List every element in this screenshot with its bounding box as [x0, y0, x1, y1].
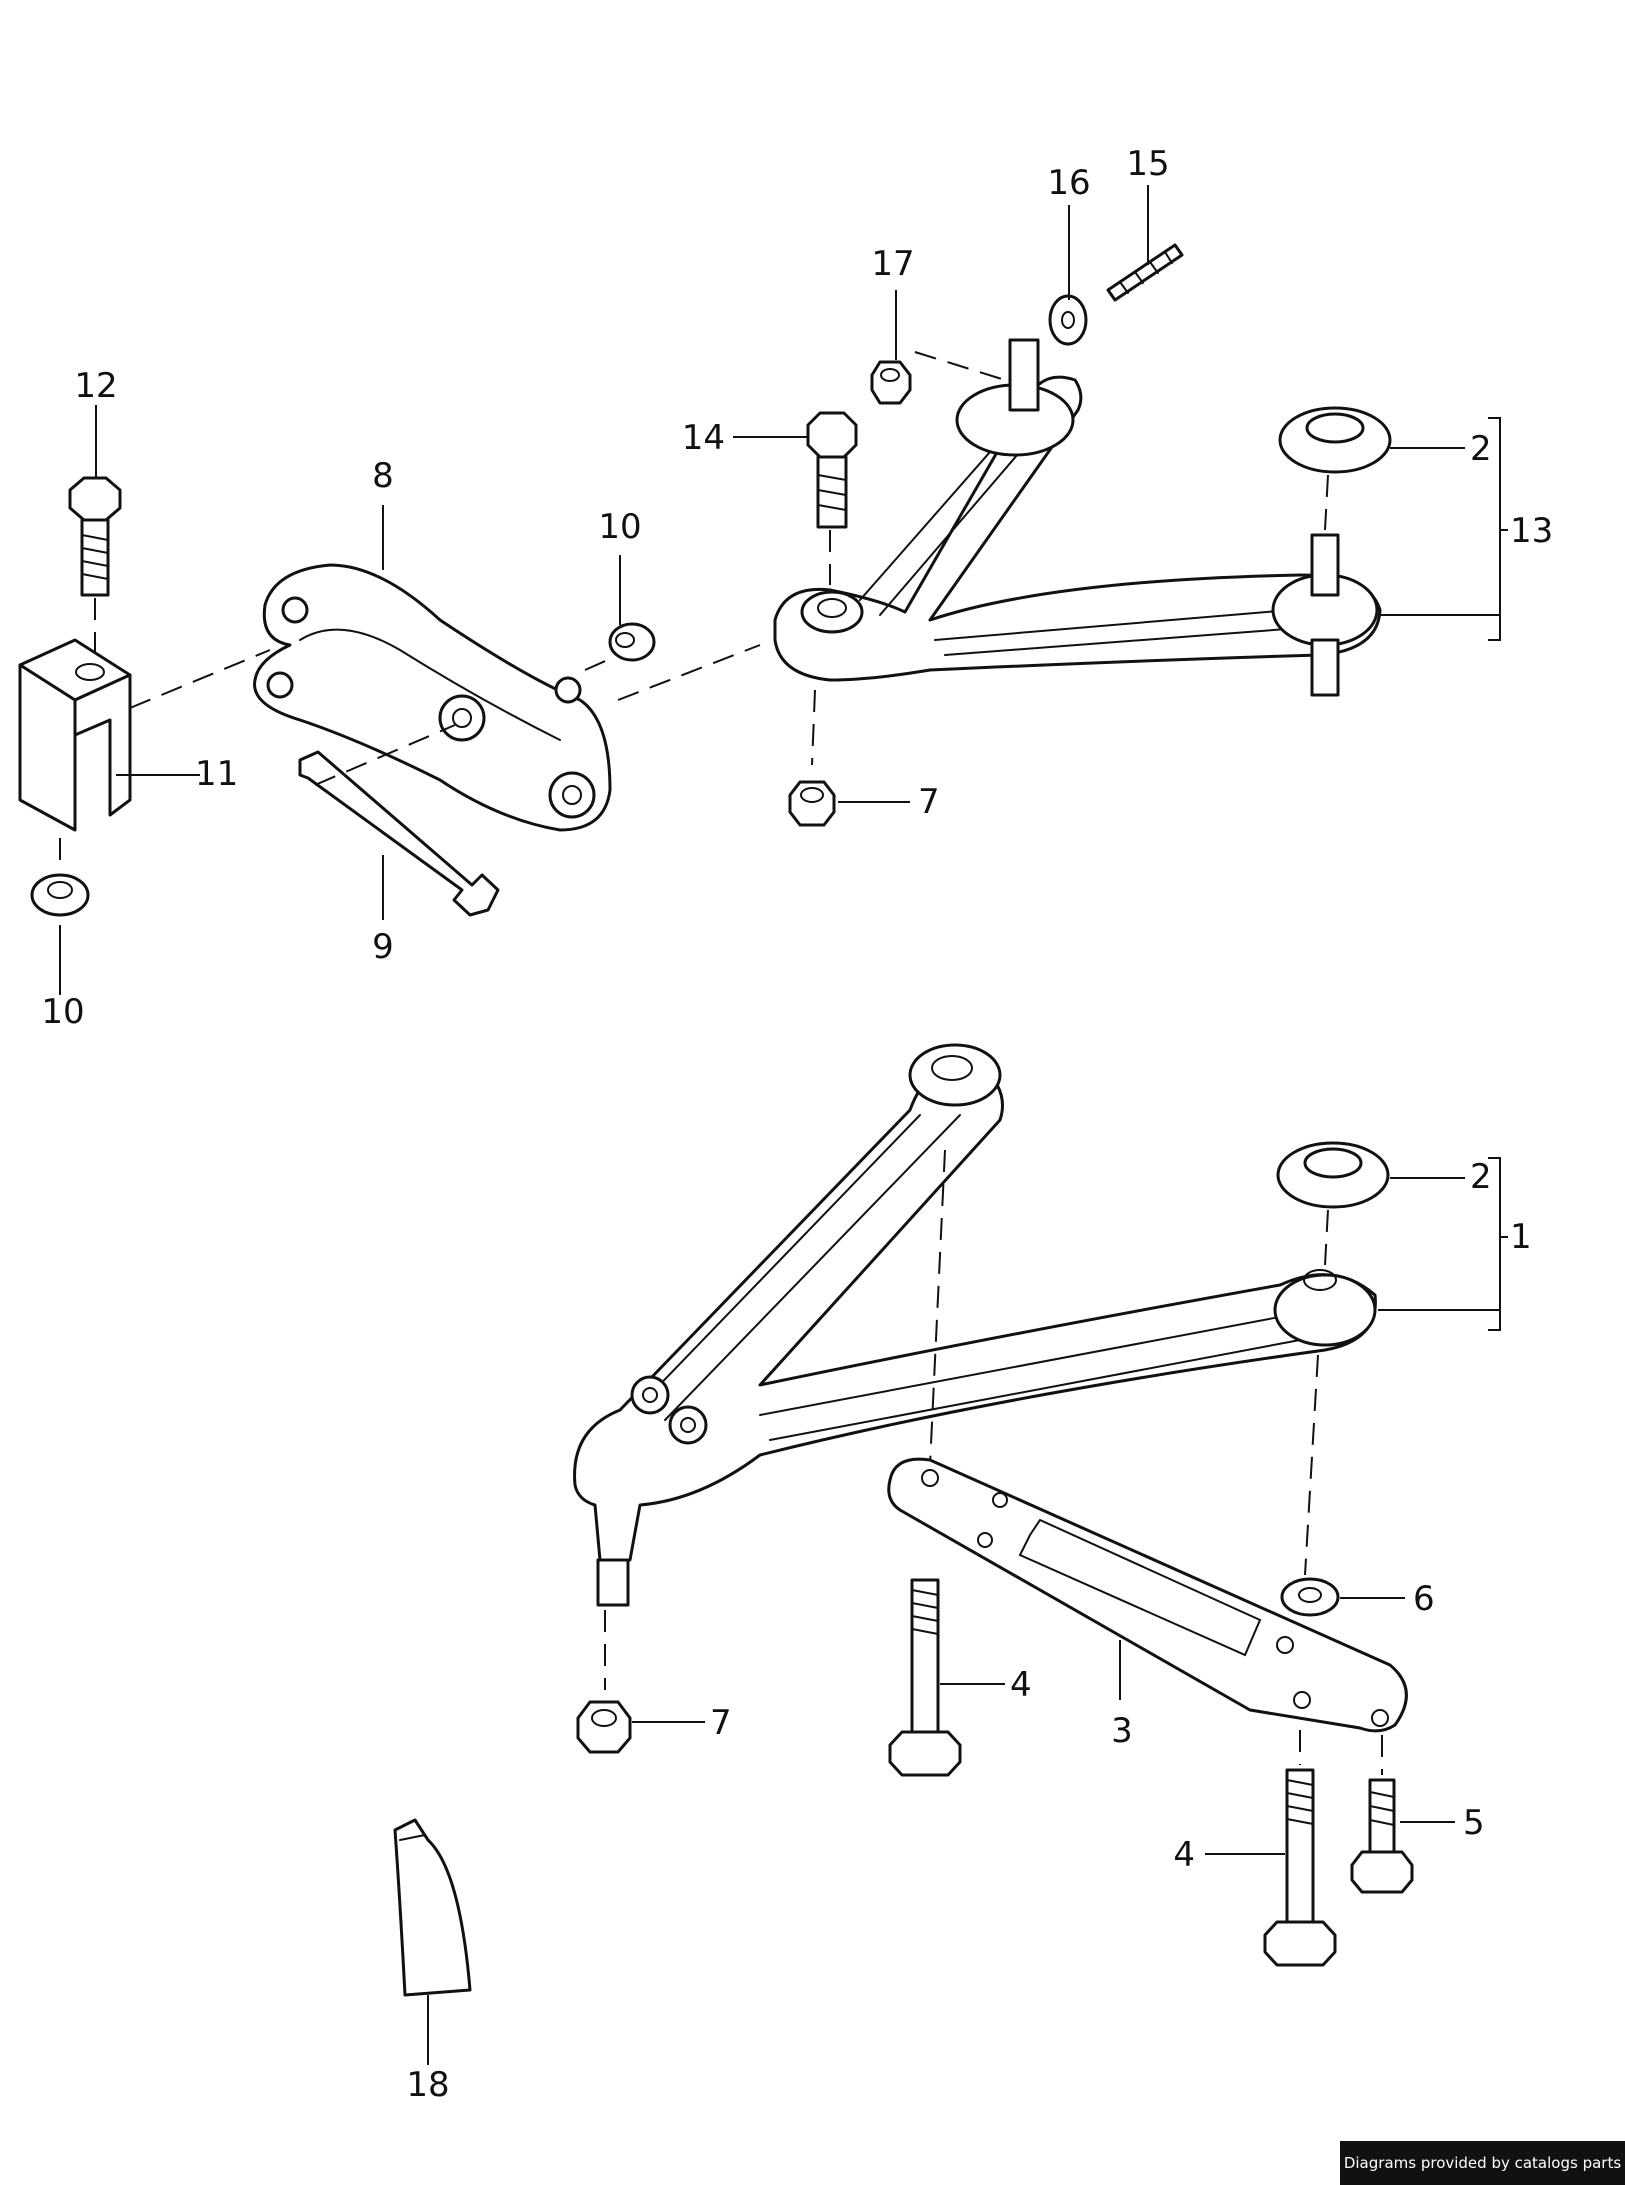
nut-10-left: [30, 873, 90, 917]
callout-4-mid: 4: [1010, 1665, 1032, 1705]
nut-7-upper: [788, 780, 836, 827]
credit-banner: Diagrams provided by catalogs parts: [1340, 2141, 1625, 2185]
bushing-2-lower: [1276, 1141, 1390, 1209]
callout-6: 6: [1413, 1579, 1435, 1619]
bolt-4-mid: [888, 1578, 962, 1777]
callout-18: 18: [406, 2065, 449, 2105]
callout-1: 1: [1510, 1217, 1532, 1257]
plate-3: [887, 1457, 1408, 1733]
stud-15: [1106, 243, 1184, 302]
callout-5: 5: [1463, 1803, 1485, 1843]
bracket-11: [18, 638, 132, 832]
callout-13: 13: [1510, 511, 1553, 551]
bolt-14: [806, 411, 858, 529]
nut-7-lower: [576, 1700, 632, 1754]
bushing-2-upper: [1278, 406, 1392, 474]
mount-bracket-8: [253, 563, 612, 832]
callout-12: 12: [74, 366, 117, 406]
grease-tube-18: [393, 1818, 472, 1997]
callout-3: 3: [1111, 1711, 1133, 1751]
washer-16: [1048, 294, 1088, 346]
washer-6: [1280, 1577, 1340, 1617]
lower-control-arm-1: [573, 1043, 1377, 1607]
bolt-5: [1350, 1735, 1414, 1894]
callout-7-lower: 7: [710, 1703, 732, 1743]
callout-15: 15: [1126, 144, 1169, 184]
callout-10-left: 10: [41, 992, 84, 1032]
callout-8: 8: [372, 456, 394, 496]
nut-10-mid: [608, 622, 656, 662]
callout-4-low: 4: [1173, 1835, 1195, 1875]
bolt-12: [68, 476, 122, 597]
callout-2-lower: 2: [1470, 1157, 1492, 1197]
callout-7-upper: 7: [918, 782, 940, 822]
bolt-4-low: [1263, 1730, 1337, 1967]
callout-2-upper: 2: [1470, 429, 1492, 469]
wrench-9: [298, 750, 500, 917]
callout-11: 11: [195, 754, 238, 794]
nut-17: [870, 360, 912, 405]
callout-17: 17: [871, 244, 914, 284]
callout-14: 14: [682, 418, 725, 458]
callout-10-mid: 10: [598, 507, 641, 547]
callout-16: 16: [1047, 163, 1090, 203]
callout-9: 9: [372, 927, 394, 967]
upper-control-arm-13: [773, 338, 1382, 697]
